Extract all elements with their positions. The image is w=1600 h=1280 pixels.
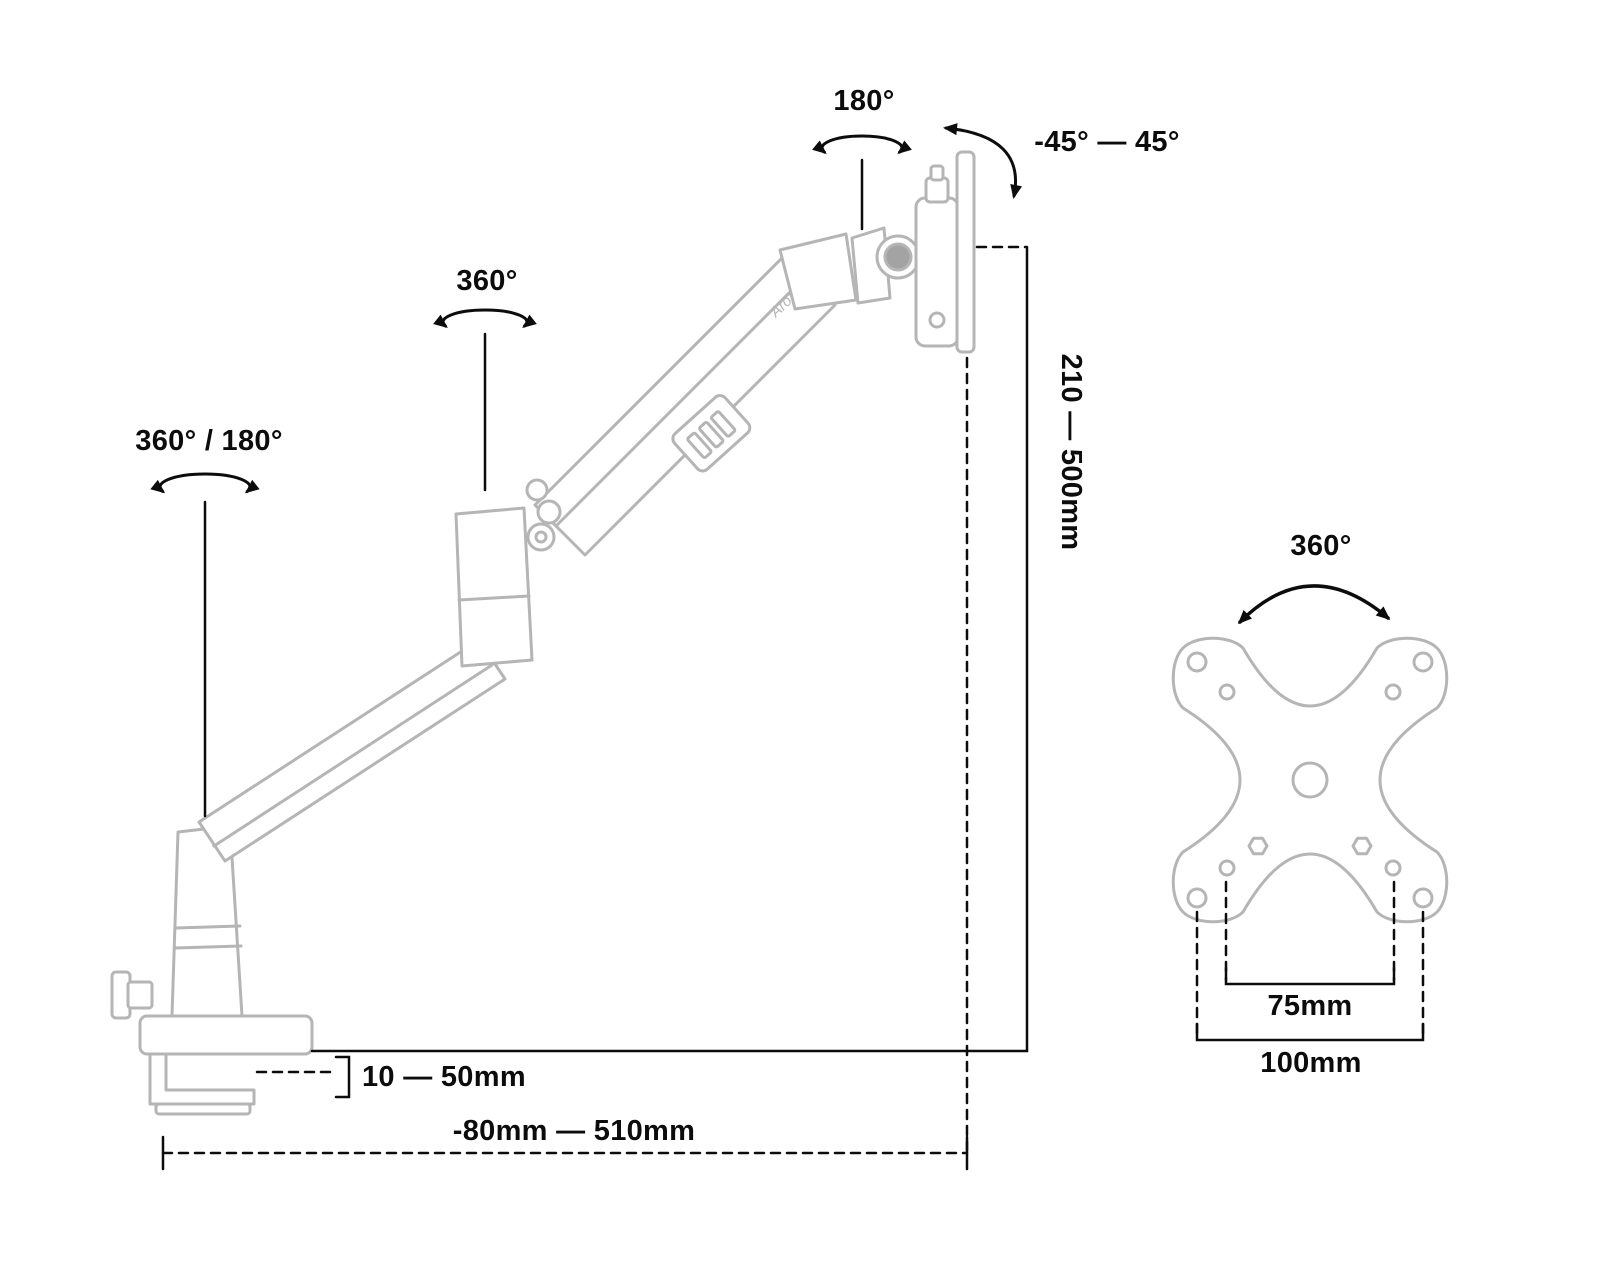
tilt-arrow-icon (943, 123, 1023, 199)
label-height-range: 210 — 500mm (1055, 353, 1087, 551)
clamp-screw-body (126, 980, 154, 1010)
vesa-hole-100 (1412, 651, 1434, 673)
cable-management-clip (671, 394, 752, 473)
lower-arm-seam (212, 663, 494, 848)
vesa-center-hole (1291, 761, 1329, 799)
arm-lower-segment (197, 638, 507, 863)
height-dim-line (310, 245, 1029, 1053)
vesa-hex-nut (1247, 836, 1269, 856)
dimension-annotations (150, 123, 1425, 1171)
vesa-75-bracket (1224, 966, 1396, 986)
vesa-hole-75 (1218, 859, 1236, 877)
label-horizontal-reach: -80mm — 510mm (452, 1115, 696, 1147)
elbow-pivot-pin (534, 530, 548, 544)
vesa-hole-100 (1186, 887, 1208, 909)
head-spin-arrow-icon (812, 134, 912, 155)
vesa-100-bracket (1195, 1022, 1425, 1042)
mid-spin-arrow-icon (433, 308, 537, 328)
clamp-top-plate (138, 1014, 314, 1056)
label-vesa-75mm: 75mm (1267, 990, 1353, 1022)
vesa-hex-nut (1351, 836, 1373, 856)
clamp-foot (154, 1102, 252, 1116)
vesa-hole-100 (1186, 651, 1208, 673)
elbow-pivot-upper (525, 478, 549, 502)
head-knob-cap (883, 242, 913, 272)
base-spin-arrow-icon (150, 472, 260, 494)
monitor-plate-side (955, 150, 976, 354)
vesa-hole-75 (1218, 683, 1236, 701)
post-seam (173, 944, 243, 950)
arm-elbow (454, 506, 534, 668)
vesa-hole-75 (1384, 859, 1402, 877)
post-seam (174, 924, 242, 930)
qr-latch (929, 164, 945, 182)
head-fork (778, 232, 858, 311)
label-vesa-100mm: 100mm (1260, 1047, 1362, 1079)
label-desk-thickness: 10 — 50mm (362, 1061, 526, 1093)
thickness-bracket (334, 1055, 351, 1099)
elbow-seam (457, 594, 531, 602)
monitor-arm-drawing: Arozzi (110, 150, 976, 1116)
arm-upper-segment (533, 253, 837, 557)
vesa-hole-75 (1384, 683, 1402, 701)
label-tilt-range: -45° — 45° (1034, 126, 1180, 158)
label-base-rotation: 360° / 180° (135, 425, 283, 457)
label-vesa-rotation: 360° (1290, 530, 1352, 562)
vesa-hole-100 (1412, 887, 1434, 909)
upper-arm-seam (554, 280, 802, 528)
label-mid-rotation: 360° (456, 265, 518, 297)
qr-screw (928, 311, 946, 329)
vesa-spin-arrow-icon (1237, 584, 1391, 625)
clamp-lower-jaw (148, 1046, 256, 1106)
label-head-rotation: 180° (833, 85, 895, 117)
qr-top-tab (924, 176, 950, 204)
lower-pivot (536, 499, 562, 525)
vesa-plate-front (1171, 636, 1449, 924)
